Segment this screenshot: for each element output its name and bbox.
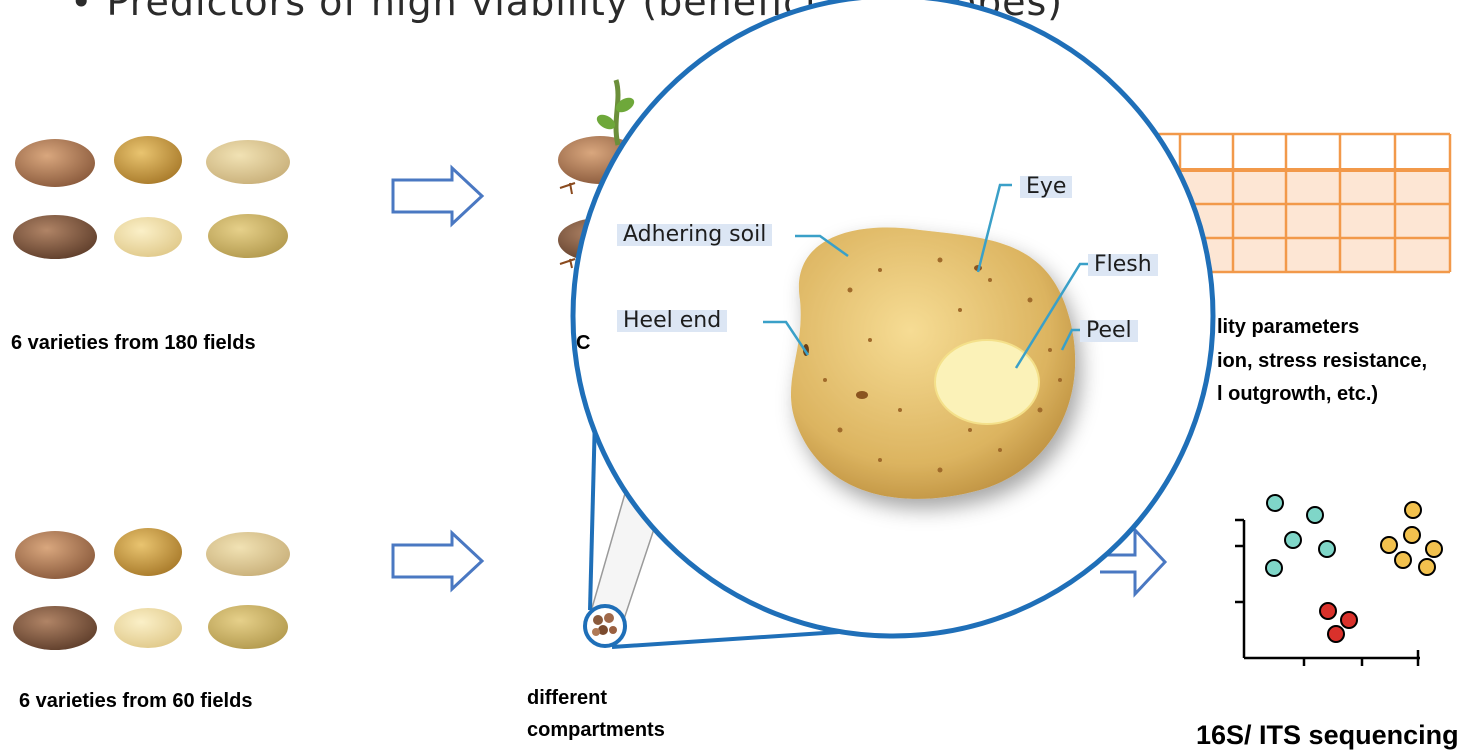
arrow-icon	[393, 168, 482, 224]
scatter-plot	[1235, 495, 1442, 666]
label-mid-top-partial: C	[576, 332, 590, 355]
arrow-icon	[393, 533, 482, 589]
flesh-patch	[935, 340, 1039, 424]
label-viability-1: lity parameters	[1217, 316, 1359, 339]
label-viability-2: ion, stress resistance,	[1217, 350, 1427, 373]
callout-flesh: Flesh	[1088, 254, 1158, 276]
label-varieties-top: 6 varieties from 180 fields	[11, 332, 256, 355]
potato-group-bottom	[13, 528, 290, 650]
callout-heel-end: Heel end	[617, 310, 727, 332]
label-viability-3: l outgrowth, etc.)	[1217, 383, 1378, 406]
label-compartments: different compartments	[527, 682, 665, 746]
label-sequencing: 16S/ ITS sequencing	[1196, 720, 1459, 751]
callout-adhering-soil: Adhering soil	[617, 224, 772, 246]
potato-group-top	[13, 136, 290, 259]
label-varieties-bottom: 6 varieties from 60 fields	[19, 690, 252, 713]
callout-eye: Eye	[1020, 176, 1072, 198]
callout-peel: Peel	[1080, 320, 1138, 342]
